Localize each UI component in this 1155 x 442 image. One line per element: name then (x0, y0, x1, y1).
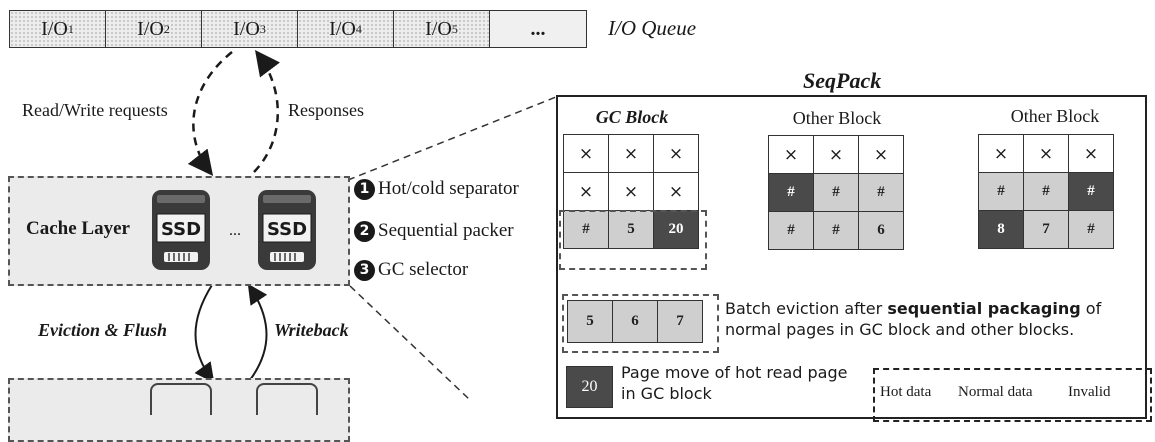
page-cell-invalid: × (654, 173, 699, 211)
zoom-line-bottom (349, 285, 471, 400)
ssd-text-2: SSD (267, 219, 307, 240)
page-cell-normal: 7 (658, 301, 703, 343)
gc-block-selection (559, 210, 707, 270)
requests-label: Read/Write requests (22, 100, 168, 120)
page-cell-invalid: × (769, 136, 814, 174)
io-queue-label: I/O Queue (608, 16, 697, 40)
page-cell-invalid: × (609, 173, 654, 211)
eviction-arrow (194, 284, 215, 384)
step-text: Sequential packer (378, 220, 514, 241)
step-hot-cold-separator: 1 Hot/cold separator (354, 178, 519, 200)
page-move-text: Page move of hot read page in GC block (621, 363, 848, 403)
page-cell-invalid: × (859, 136, 904, 174)
other-block-title-2: Other Block (1010, 106, 1100, 126)
page-cell-normal: 6 (613, 301, 658, 343)
batch-eviction-text: Batch eviction after sequential packagin… (725, 299, 1102, 339)
page-cell-normal: # (979, 173, 1024, 211)
page-cell-invalid: × (1024, 135, 1069, 173)
ssd-icon: SSD (258, 190, 316, 270)
requests-arrow (187, 51, 233, 176)
page-cell-invalid: × (654, 135, 699, 173)
legend-hot-data: Hot data (880, 384, 932, 400)
other-block-title-1: Other Block (792, 108, 882, 128)
page-cell-invalid: × (564, 135, 609, 173)
device-icon-partial (256, 383, 318, 415)
page-cell-normal: 5 (609, 211, 654, 249)
page-cell-normal: 6 (859, 212, 904, 250)
step-number-badge: 2 (354, 220, 375, 242)
page-cell-normal: 5 (568, 301, 613, 343)
step-text: GC selector (378, 259, 469, 280)
page-cell-hot: # (769, 174, 814, 212)
writeback-arrow (247, 283, 268, 381)
step-text: Hot/cold separator (378, 178, 519, 199)
seqpack-title: SeqPack (803, 68, 882, 93)
responses-label: Responses (288, 100, 364, 120)
batch-eviction-box (562, 294, 719, 353)
step-number-badge: 3 (354, 259, 375, 281)
legend-normal-data: Normal data (958, 384, 1033, 400)
ssd-text-1: SSD (161, 219, 201, 240)
page-cell-normal: # (814, 174, 859, 212)
connector-lines (187, 49, 557, 400)
page-move-cell: 20 (566, 366, 613, 408)
page-cell-hot: 8 (979, 211, 1024, 249)
page-cell-invalid: × (814, 136, 859, 174)
page-cell-invalid: × (564, 173, 609, 211)
page-cell-normal: # (814, 212, 859, 250)
page-cell-normal: # (769, 212, 814, 250)
gc-block-title: GC Block (595, 107, 669, 127)
step-sequential-packer: 2 Sequential packer (354, 220, 514, 242)
page-cell-normal: # (1024, 173, 1069, 211)
page-cell-normal: # (1069, 211, 1114, 249)
legend-invalid: Invalid (1068, 384, 1111, 400)
page-cell-hot: 20 (654, 211, 699, 249)
page-cell-normal: # (859, 174, 904, 212)
cache-layer-title: Cache Layer (26, 218, 130, 239)
page-cell-invalid: × (1069, 135, 1114, 173)
page-cell-invalid: × (609, 135, 654, 173)
ssd-icon: SSD (152, 190, 210, 270)
page-cell-normal: 7 (1024, 211, 1069, 249)
step-number-badge: 1 (354, 178, 375, 200)
zoom-line-top (347, 96, 557, 181)
device-icon-partial (150, 383, 212, 415)
page-cell-invalid: × (979, 135, 1024, 173)
writeback-label: Writeback (274, 320, 349, 340)
eviction-flush-label: Eviction & Flush (38, 320, 168, 340)
page-cell-hot: # (1069, 173, 1114, 211)
step-gc-selector: 3 GC selector (354, 259, 468, 281)
responses-arrow (253, 49, 280, 173)
ssd-ellipsis: ... (229, 222, 241, 239)
page-cell-normal: # (564, 211, 609, 249)
other-block-grid-1: ×××#####6 (768, 135, 904, 250)
io-queue-cell: ... (490, 11, 586, 47)
